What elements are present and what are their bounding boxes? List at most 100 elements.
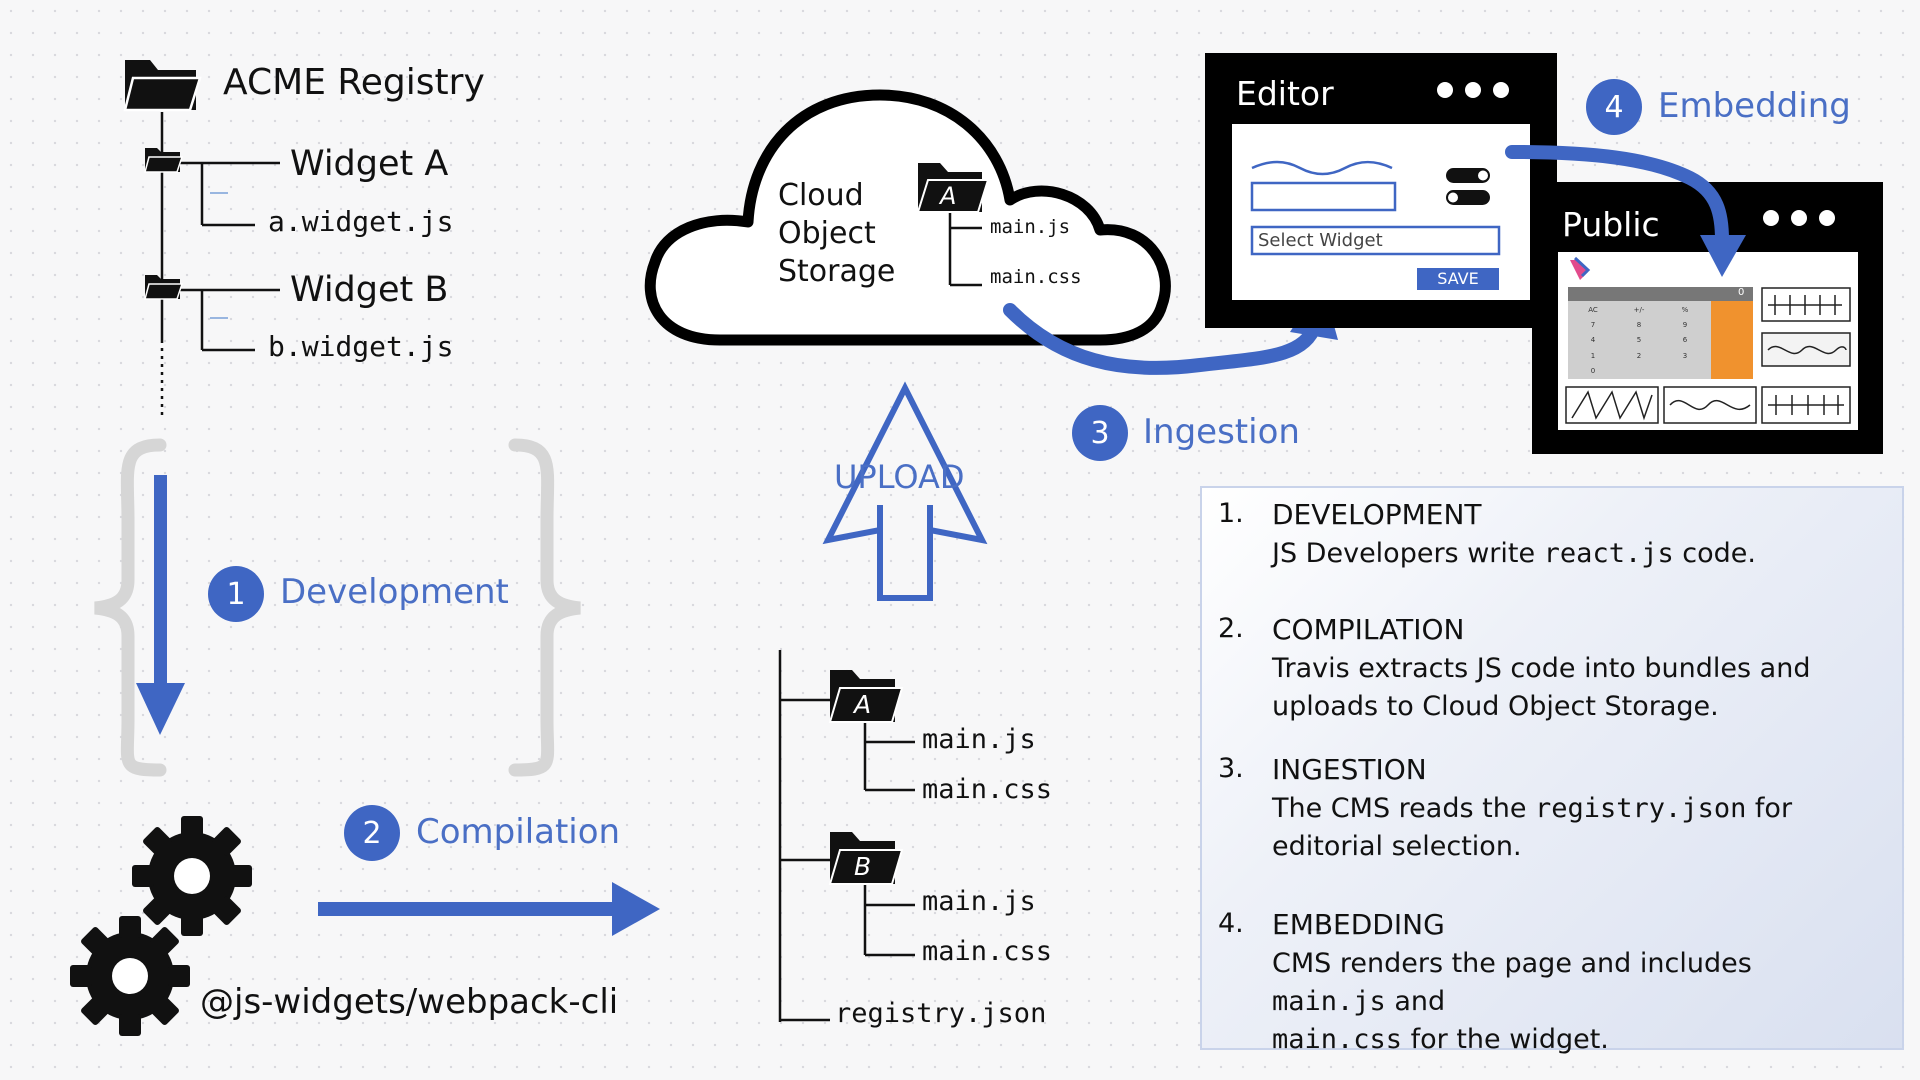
note-code: react.js xyxy=(1543,538,1674,569)
calculator-key: AC xyxy=(1588,306,1598,314)
compilation-arrow xyxy=(318,882,660,936)
public-menu-dot xyxy=(1763,210,1779,226)
calculator-key: 3 xyxy=(1682,351,1688,360)
registry-title: ACME Registry xyxy=(223,62,485,103)
note-number: 2. xyxy=(1218,613,1244,644)
note-text: and xyxy=(1385,986,1446,1017)
widget-b-label: Widget B xyxy=(290,270,449,310)
gear-icon-large xyxy=(132,816,252,936)
step-4-badge: 4 xyxy=(1586,79,1642,135)
step-1-badge: 1 xyxy=(208,566,264,622)
note-line: The CMS reads the registry.json for xyxy=(1272,793,1792,824)
note-line: editorial selection. xyxy=(1272,831,1522,862)
step-3-badge: 3 xyxy=(1072,405,1128,461)
bundle-a-file-2: main.css xyxy=(922,774,1053,805)
note-text: CMS renders the page and includes xyxy=(1272,948,1752,979)
note-number: 3. xyxy=(1218,753,1244,784)
calculator-key: 1 xyxy=(1590,351,1596,360)
cli-label: @js-widgets/webpack-cli xyxy=(200,982,619,1022)
calculator-key: 0 xyxy=(1590,366,1596,375)
step-4-label: Embedding xyxy=(1658,86,1851,126)
note-line: Travis extracts JS code into bundles and xyxy=(1272,653,1810,684)
note-line: main.js and xyxy=(1272,986,1445,1017)
note-line: JS Developers write react.js code. xyxy=(1272,538,1756,569)
note-heading: COMPILATION xyxy=(1272,613,1465,646)
calculator-key: 5 xyxy=(1636,336,1642,345)
calculator-key: 6 xyxy=(1682,336,1688,345)
development-arrow xyxy=(136,475,185,735)
calculator-key: +/- xyxy=(1633,306,1645,314)
bundle-folder-b-letter: B xyxy=(854,852,872,881)
cloud-label-line1: Cloud xyxy=(778,178,864,213)
note-code: main.js xyxy=(1272,986,1386,1017)
calculator-key: 4 xyxy=(1590,336,1596,345)
step-2-badge: 2 xyxy=(344,805,400,861)
registry-tree xyxy=(160,112,280,420)
note-text: editorial selection. xyxy=(1272,831,1522,862)
cloud-folder-letter: A xyxy=(940,182,957,210)
upload-label: UPLOAD xyxy=(834,458,965,496)
note-number: 1. xyxy=(1218,498,1244,529)
bundle-tree-lines xyxy=(778,650,915,1022)
cloud-shape xyxy=(644,89,1171,346)
calculator-display: 0 xyxy=(1738,287,1745,298)
upload-arrow-stem xyxy=(877,505,933,601)
calculator-key: 7 xyxy=(1590,321,1596,330)
select-widget-field[interactable]: Select Widget xyxy=(1258,230,1383,251)
embedding-arrow xyxy=(1505,145,1729,247)
note-heading: DEVELOPMENT xyxy=(1272,498,1482,531)
note-heading: EMBEDDING xyxy=(1272,908,1445,941)
widget-a-file: a.widget.js xyxy=(268,205,454,238)
note-line: main.css for the widget. xyxy=(1272,1024,1609,1055)
widget-a-label: Widget A xyxy=(290,144,449,184)
note-text: The CMS reads the xyxy=(1272,793,1536,824)
widget-b-file: b.widget.js xyxy=(268,330,454,363)
widget-a-folder-icon xyxy=(144,148,184,173)
widget-b-folder-icon xyxy=(144,275,184,300)
public-menu-dot xyxy=(1819,210,1835,226)
embedding-arrowhead xyxy=(1700,235,1746,277)
note-line: uploads to Cloud Object Storage. xyxy=(1272,691,1719,722)
note-text: uploads to Cloud Object Storage. xyxy=(1272,691,1719,722)
calculator-key: % xyxy=(1681,306,1689,314)
bundle-b-file-1: main.js xyxy=(922,886,1036,917)
editor-window xyxy=(1205,53,1557,328)
save-button[interactable]: SAVE xyxy=(1437,269,1479,288)
step-1-label: Development xyxy=(280,572,509,612)
cloud-file-1: main.js xyxy=(990,216,1071,238)
note-text: for xyxy=(1746,793,1793,824)
note-text: code. xyxy=(1673,538,1756,569)
cloud-label-line3: Storage xyxy=(778,254,896,289)
editor-menu-dot xyxy=(1465,82,1481,98)
step-3-label: Ingestion xyxy=(1143,412,1300,452)
note-text: JS Developers write xyxy=(1272,538,1544,569)
registry-json-file: registry.json xyxy=(835,998,1047,1029)
note-line: CMS renders the page and includes xyxy=(1272,948,1752,979)
ingestion-arrow xyxy=(1003,303,1322,375)
step-2-label: Compilation xyxy=(416,812,621,852)
public-window xyxy=(1532,182,1883,454)
calculator-key: 9 xyxy=(1682,321,1688,330)
note-code: registry.json xyxy=(1535,793,1747,824)
bundle-a-file-1: main.js xyxy=(922,724,1036,755)
registry-folder-icon xyxy=(123,60,202,112)
gear-icon-small xyxy=(70,916,190,1036)
editor-menu-dot xyxy=(1493,82,1509,98)
editor-menu-dot xyxy=(1437,82,1453,98)
editor-title: Editor xyxy=(1236,74,1334,113)
note-text: Travis extracts JS code into bundles and xyxy=(1272,653,1811,684)
cloud-label-line2: Object xyxy=(778,216,876,251)
bundle-folder-a-letter: A xyxy=(854,690,872,719)
calculator-key: 2 xyxy=(1636,351,1642,360)
note-heading: INGESTION xyxy=(1272,753,1427,786)
bundle-b-file-2: main.css xyxy=(922,936,1053,967)
steps-notes-panel: 1. DEVELOPMENT JS Developers write react.j… xyxy=(1200,486,1904,1055)
cloud-file-2: main.css xyxy=(990,266,1082,288)
note-code: main.css xyxy=(1272,1024,1403,1055)
cloud-folder-icon xyxy=(916,163,990,213)
note-number: 4. xyxy=(1218,908,1244,939)
public-title: Public xyxy=(1562,205,1660,244)
bundle-folder-a-icon xyxy=(828,670,904,723)
